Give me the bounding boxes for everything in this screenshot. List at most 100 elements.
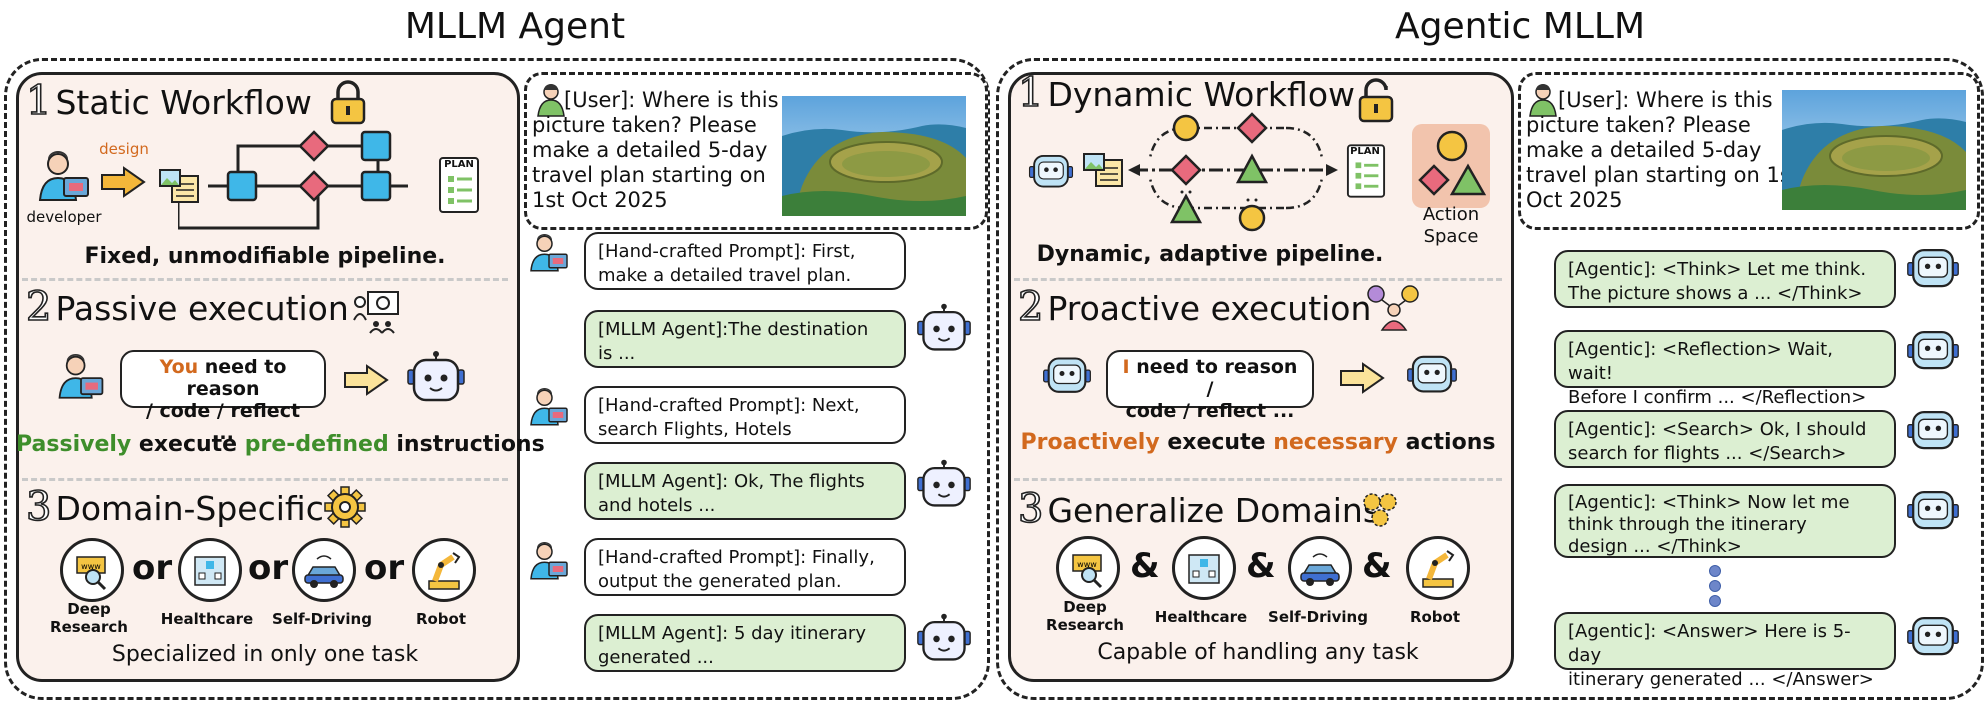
static-pipeline-diagram: [178, 130, 408, 230]
domain-specific-caption: Specialized in only one task: [111, 642, 419, 667]
self-driving-label: Self-Driving: [1268, 608, 1368, 626]
or-operator: or: [132, 548, 173, 588]
action-space-box: [1412, 124, 1490, 208]
dynamic-pipeline-diagram: [1128, 112, 1338, 232]
arrow-right-icon: [344, 364, 389, 396]
robot-label: Robot: [415, 610, 467, 628]
robot-icon: [1043, 357, 1091, 393]
lock-icon: [330, 80, 366, 125]
right-panel-title: Agentic MLLM: [1394, 6, 1646, 47]
hospital-icon: [178, 538, 242, 602]
car-icon: [292, 538, 356, 602]
left-panel-title: MLLM Agent: [404, 6, 626, 47]
robot-label: Robot: [1409, 608, 1461, 626]
robot-icon: [917, 613, 971, 661]
left-separator-1: [22, 278, 508, 281]
hospital-icon: [1172, 536, 1236, 600]
deep-research-icon: www: [60, 538, 124, 602]
right-separator-1: [1014, 278, 1502, 281]
and-operator: &: [1362, 546, 1392, 586]
static-workflow-caption: Fixed, unmodifiable pipeline.: [84, 244, 446, 269]
gears-icon: [1363, 493, 1397, 527]
robot-icon: [1407, 355, 1457, 393]
proactive-execution-caption: Proactively execute necessary actions: [1020, 430, 1496, 455]
svg-text:www: www: [1077, 560, 1097, 569]
and-operator: &: [1246, 546, 1276, 586]
gear-icon: [324, 486, 366, 528]
presenter-icon: [353, 291, 399, 334]
user-avatar-icon: [537, 84, 565, 117]
or-operator: or: [248, 548, 289, 588]
robot-arm-icon: [412, 538, 476, 602]
idea-icon: [1367, 285, 1419, 331]
robot-icon: [1907, 490, 1959, 530]
image-doc-icon: [159, 169, 199, 203]
robot-icon: [1907, 248, 1959, 288]
ellipsis-dots: [1709, 565, 1721, 607]
arrow-right-icon: [101, 166, 146, 198]
passive-execution-caption: Passively execute pre-defined instructio…: [16, 432, 545, 457]
left-instruction-bubble: You need to reason/ code / reflect ...: [120, 350, 326, 444]
agentic-reflection-bubble: [Agentic]: <Reflection> Wait, wait!Befor…: [1554, 330, 1896, 408]
travel-photo: [1782, 90, 1966, 210]
left-separator-2: [22, 478, 508, 481]
car-icon: [1288, 536, 1352, 600]
design-label: design: [99, 140, 149, 158]
robot-icon: [1028, 154, 1074, 188]
robot-icon: [1907, 330, 1959, 370]
svg-text:www: www: [81, 562, 101, 571]
left-outer-frame: [4, 58, 990, 700]
travel-photo: [782, 96, 966, 216]
right-plan-label: PLAN: [1350, 146, 1380, 157]
hand-crafted-prompt-bubble: [Hand-crafted Prompt]: First,make a deta…: [584, 232, 906, 290]
robot-icon: [1907, 410, 1959, 450]
right-outer-frame: [996, 58, 1984, 700]
robot-icon: [917, 303, 971, 351]
healthcare-label: Healthcare: [1154, 608, 1248, 626]
developer-icon: [530, 542, 568, 580]
developer-icon: [530, 388, 568, 426]
robot-arm-icon: [1406, 536, 1470, 600]
hand-crafted-prompt-bubble: [Hand-crafted Prompt]: Finally,output th…: [584, 538, 906, 596]
robot-icon: [917, 459, 971, 507]
agentic-think-bubble: [Agentic]: <Think> Let me think.The pict…: [1554, 250, 1896, 308]
robot-icon: [407, 351, 465, 402]
hand-crafted-prompt-bubble: [Hand-crafted Prompt]: Next,search Fligh…: [584, 386, 906, 444]
and-operator: &: [1130, 546, 1160, 586]
deep-research-icon: www: [1056, 536, 1120, 600]
left-plan-label: PLAN: [444, 159, 474, 170]
user-avatar-icon: [1529, 84, 1557, 117]
robot-icon: [1907, 616, 1959, 656]
right-instruction-bubble: I need to reason /code / reflect ...: [1106, 350, 1314, 422]
self-driving-label: Self-Driving: [272, 610, 372, 628]
developer-icon: [530, 234, 568, 272]
or-operator: or: [364, 548, 405, 588]
developer-icon: [58, 354, 104, 399]
right-separator-2: [1014, 478, 1502, 481]
healthcare-label: Healthcare: [160, 610, 254, 628]
developer-label: developer: [26, 208, 102, 226]
developer-icon: [38, 151, 89, 201]
dynamic-workflow-caption: Dynamic, adaptive pipeline.: [1036, 242, 1384, 267]
plan-icon: [1346, 144, 1386, 198]
arrow-right-icon: [1340, 362, 1385, 394]
image-doc-icon: [1083, 153, 1123, 187]
plan-icon: [439, 157, 479, 213]
unlock-icon: [1358, 78, 1394, 123]
